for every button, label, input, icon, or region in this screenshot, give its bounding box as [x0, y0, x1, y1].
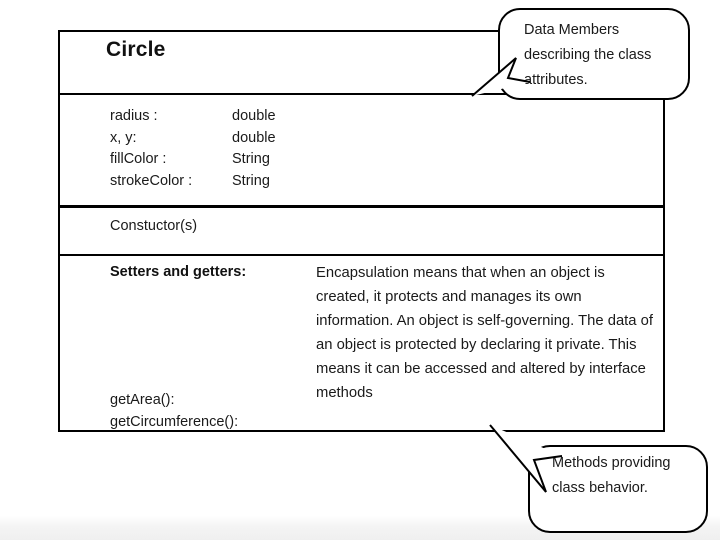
method-list: getArea(): getCircumference(): [110, 389, 238, 433]
attribute-name: strokeColor : [110, 172, 193, 189]
attribute-row: radius : double [110, 106, 276, 128]
data-members-callout: Data Members describing the class attrib… [498, 8, 690, 100]
attribute-name: fillColor : [110, 151, 167, 167]
attribute-name: radius : [110, 108, 158, 124]
attribute-type: double [232, 108, 276, 124]
attribute-type: double [232, 129, 276, 146]
data-members-callout-text: Data Members describing the class attrib… [524, 22, 652, 88]
attribute-type: String [232, 151, 270, 167]
method-item: getCircumference(): [110, 414, 239, 430]
class-name: Circle [106, 38, 166, 61]
constructor-label: Constuctor(s) [110, 218, 198, 234]
attribute-row: strokeColor : String [110, 171, 276, 193]
attributes-compartment: radius : double x, y: double fillColor :… [60, 95, 663, 208]
encapsulation-note: Encapsulation means that when an object … [316, 265, 653, 401]
methods-callout-text: Methods providing class behavior. [552, 455, 671, 496]
methods-compartment: Setters and getters: Encapsulation means… [60, 256, 663, 430]
attribute-type: String [232, 172, 270, 189]
class-name-compartment: Circle [60, 32, 663, 95]
attribute-row: fillColor : String [110, 149, 276, 171]
methods-callout: Methods providing class behavior. [528, 445, 708, 533]
uml-class-box: Circle radius : double x, y: double fill… [58, 30, 665, 432]
method-item: getArea(): [110, 392, 175, 408]
attribute-row: x, y: double [110, 128, 276, 150]
constructor-compartment: Constuctor(s) [60, 208, 663, 256]
attribute-list: radius : double x, y: double fillColor :… [110, 106, 276, 192]
setters-getters-label: Setters and getters: [110, 264, 247, 280]
attribute-name: x, y: [110, 129, 137, 146]
